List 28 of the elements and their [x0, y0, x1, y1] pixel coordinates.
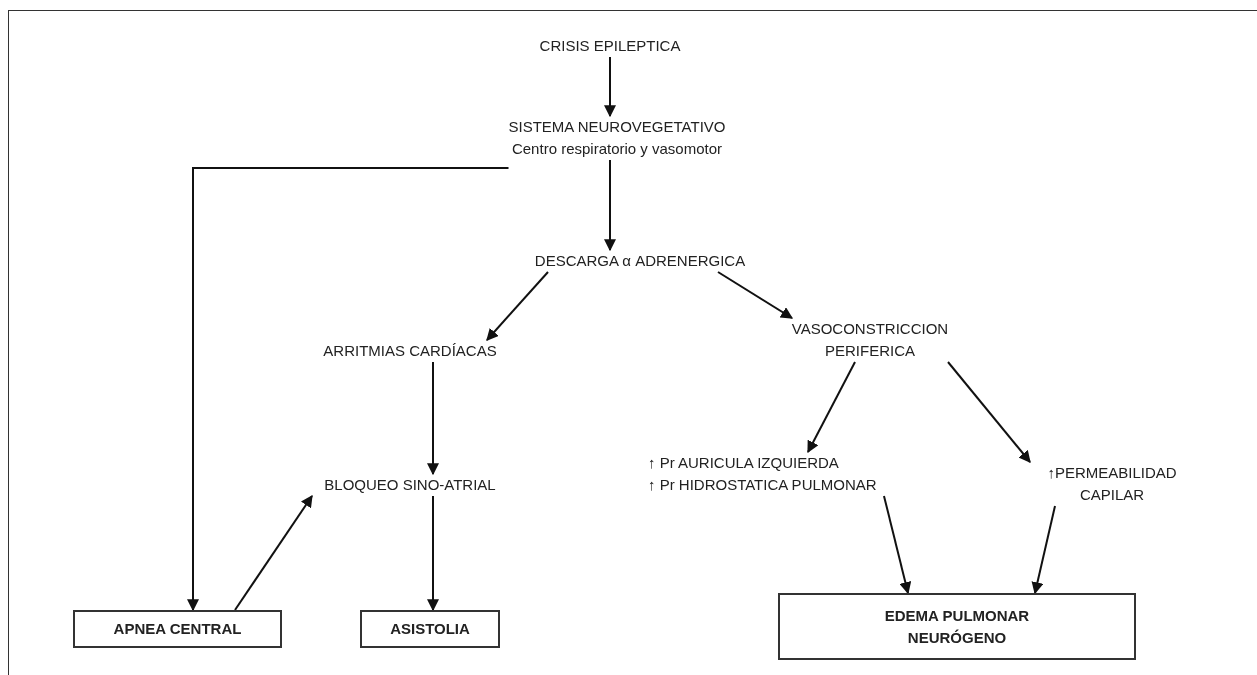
node-label: CRISIS EPILEPTICA	[539, 36, 681, 56]
outcome-box	[73, 610, 282, 648]
box-label: APNEA CENTRAL	[113, 619, 242, 639]
arrow	[187, 167, 510, 612]
node-label: ARRITMIAS CARDÍACAS	[323, 341, 497, 361]
node-sublabel: Centro respiratorio y vasomotor	[511, 139, 723, 159]
arrow	[1031, 505, 1056, 595]
box-label: ASISTOLIA	[390, 619, 470, 639]
box-label: EDEMA PULMONAR NEURÓGENO	[883, 605, 1031, 648]
node-sublabel: ↑ Pr HIDROSTATICA PULMONAR	[648, 475, 877, 495]
arrow	[947, 361, 1031, 463]
arrow	[604, 159, 616, 252]
node-label: BLOQUEO SINO-ATRIAL	[324, 475, 496, 495]
arrow	[486, 271, 549, 341]
arrow	[807, 361, 856, 454]
arrow	[427, 361, 439, 476]
node-label: ↑PERMEABILIDAD CAPILAR	[1046, 463, 1178, 505]
arrow	[427, 495, 439, 612]
arrow	[234, 495, 313, 611]
node-label: VASOCONSTRICCION PERIFERICA	[790, 319, 950, 361]
arrow	[883, 495, 912, 595]
arrow	[604, 56, 616, 118]
node-label: DESCARGA α ADRENERGICA	[534, 251, 746, 271]
outcome-box	[778, 593, 1136, 660]
node-label: SISTEMA NEUROVEGETATIVO	[508, 117, 726, 137]
arrow	[717, 271, 793, 319]
outcome-box	[360, 610, 500, 648]
node-label: ↑ Pr AURICULA IZQUIERDA	[648, 453, 839, 473]
